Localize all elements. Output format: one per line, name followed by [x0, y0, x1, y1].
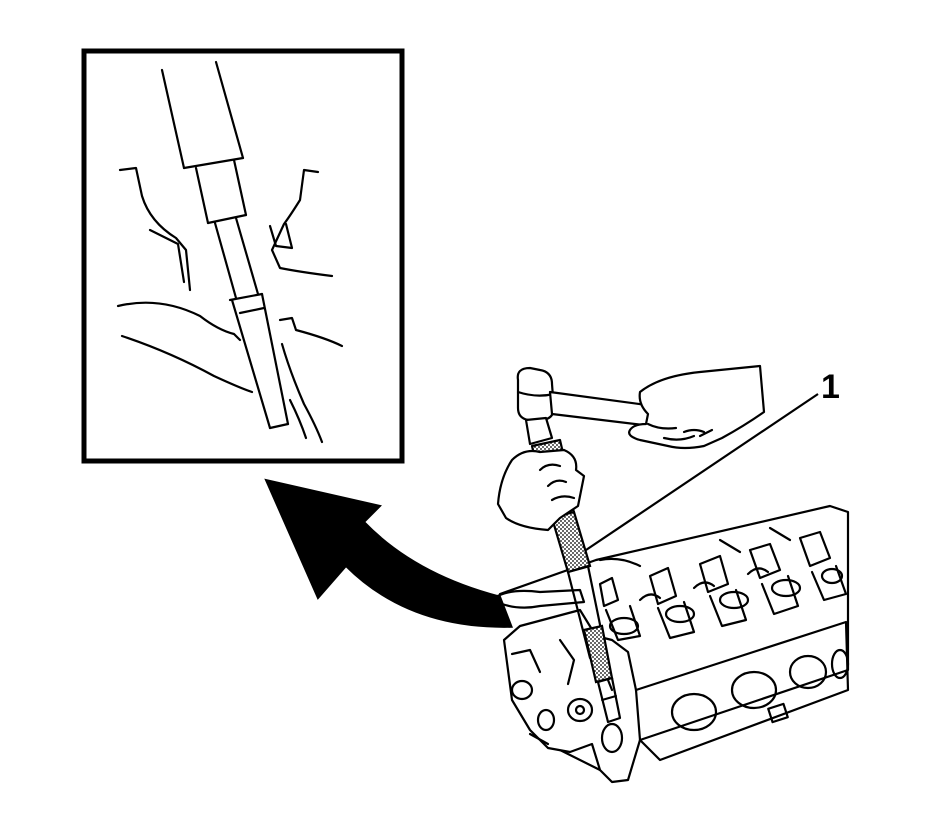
pointer-arrow	[264, 478, 550, 628]
right-hand	[628, 364, 766, 450]
left-hand	[496, 448, 586, 532]
callout-label: 1	[821, 368, 840, 406]
valve-guide	[228, 292, 290, 430]
callout-1: 1	[585, 368, 840, 551]
support-bracket	[492, 588, 586, 609]
leader-line	[585, 393, 819, 551]
driver-tool-shaft	[160, 60, 260, 300]
detail-inset	[81, 48, 405, 464]
head-cross-section	[116, 166, 344, 444]
cylinder-head	[498, 504, 850, 784]
inset-frame	[81, 48, 405, 464]
